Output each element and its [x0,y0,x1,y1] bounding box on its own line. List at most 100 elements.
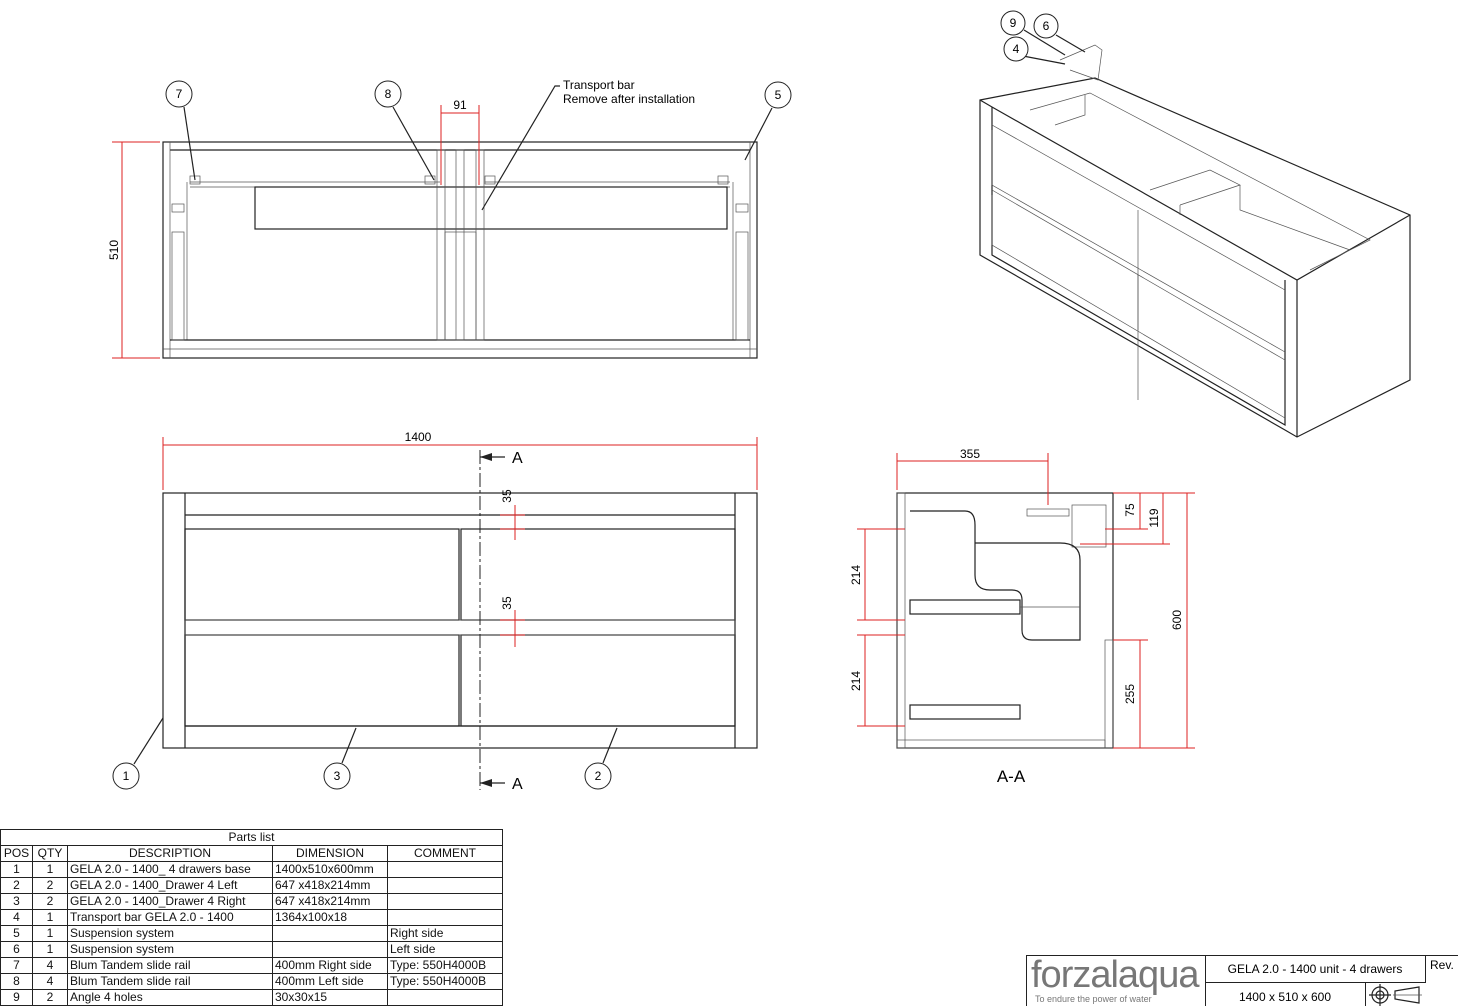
svg-text:6: 6 [1043,19,1050,33]
svg-text:4: 4 [1013,42,1020,56]
parts-cell-dimension [272,925,388,942]
balloon-1: 1 [112,762,140,790]
transport-bar-note: Transport bar [563,78,635,92]
svg-text:5: 5 [775,88,782,102]
parts-cell-comment: Left side [387,941,503,958]
parts-cell-qty: 1 [32,925,68,942]
dim-bar-91: 91 [453,98,467,112]
parts-cell-pos: 6 [0,941,33,958]
dim-width-1400: 1400 [405,430,432,444]
parts-cell-qty: 1 [32,909,68,926]
isometric-view [979,29,1411,438]
projection-symbol-icon [1369,984,1422,1006]
parts-cell-qty: 4 [32,957,68,974]
parts-cell-comment [387,989,503,1006]
parts-cell-description: Angle 4 holes [67,989,273,1006]
parts-cell-dimension: 30x30x15 [272,989,388,1006]
parts-cell-comment [387,877,503,894]
balloon-4: 4 [1003,36,1029,62]
parts-list-title: Parts list [0,829,503,846]
parts-cell-qty: 1 [32,941,68,958]
balloon-2: 2 [584,762,612,790]
svg-text:9: 9 [1010,16,1017,30]
dim-height-510: 510 [107,240,121,260]
parts-cell-description: Transport bar GELA 2.0 - 1400 [67,909,273,926]
parts-cell-dimension [272,941,388,958]
drawer-1 [184,528,460,621]
section-mark-top: A [512,450,523,467]
parts-cell-pos: 7 [0,957,33,974]
drawing-title: GELA 2.0 - 1400 unit - 4 drawers [1205,956,1426,983]
parts-cell-comment: Type: 550H4000B [387,973,503,990]
overall-size: 1400 x 510 x 600 [1205,983,1366,1006]
dim-255: 255 [1123,684,1137,704]
parts-cell-pos: 5 [0,925,33,942]
parts-cell-comment [387,861,503,878]
section-mark-bottom: A [512,776,523,793]
svg-text:3: 3 [334,769,341,783]
svg-text:8: 8 [385,87,392,101]
parts-cell-description: Suspension system [67,941,273,958]
balloon-3: 3 [323,762,351,790]
parts-cell-qty: 2 [32,893,68,910]
front-view-open: 510 91 Transport bar Remove after instal… [107,78,773,359]
dim-gap-35-top: 35 [500,489,514,503]
parts-cell-dimension: 400mm Left side [272,973,388,990]
balloon-6: 6 [1033,13,1059,39]
transport-bar [254,186,728,230]
parts-cell-comment [387,893,503,910]
parts-cell-comment: Right side [387,925,503,942]
parts-cell-description: GELA 2.0 - 1400_ 4 drawers base [67,861,273,878]
section-view-a-a: 355 600 75 119 214 214 255 A-A [849,447,1195,786]
parts-cell-qty: 1 [32,861,68,878]
drawer-3 [184,634,460,727]
parts-cell-dimension: 1400x510x600mm [272,861,388,878]
logo: forzalaqua To endure the power of water [1027,956,1206,1006]
parts-cell-description: GELA 2.0 - 1400_Drawer 4 Right [67,893,273,910]
dim-119: 119 [1147,508,1161,527]
dim-75: 75 [1123,503,1137,517]
revision-label: Rev. [1430,958,1454,972]
parts-cell-qty: 2 [32,989,68,1006]
parts-cell-comment [387,909,503,926]
parts-cell-dimension: 1364x100x18 [272,909,388,926]
parts-cell-pos: 1 [0,861,33,878]
dim-gap-35-mid: 35 [500,596,514,610]
parts-cell-dimension: 647 x418x214mm [272,893,388,910]
front-view-closed: 1400 A A 35 35 [133,430,758,793]
parts-cell-dimension: 647 x418x214mm [272,877,388,894]
parts-cell-description: Suspension system [67,925,273,942]
parts-cell-pos: 3 [0,893,33,910]
parts-cell-pos: 9 [0,989,33,1006]
balloon-8: 8 [374,80,402,108]
parts-cell-description: Blum Tandem slide rail [67,973,273,990]
balloon-5: 5 [764,81,792,109]
parts-cell-description: Blum Tandem slide rail [67,957,273,974]
parts-cell-pos: 2 [0,877,33,894]
parts-cell-qty: 2 [32,877,68,894]
parts-cell-comment: Type: 550H4000B [387,957,503,974]
parts-cell-dimension: 400mm Right side [272,957,388,974]
dim-height-600: 600 [1170,610,1184,630]
dim-214-top: 214 [849,565,863,585]
dim-214-bottom: 214 [849,671,863,691]
parts-cell-pos: 4 [0,909,33,926]
transport-bar-note-2: Remove after installation [563,92,695,106]
svg-text:7: 7 [176,87,183,101]
parts-cell-description: GELA 2.0 - 1400_Drawer 4 Left [67,877,273,894]
parts-cell-qty: 4 [32,973,68,990]
dim-depth-355: 355 [960,447,980,461]
